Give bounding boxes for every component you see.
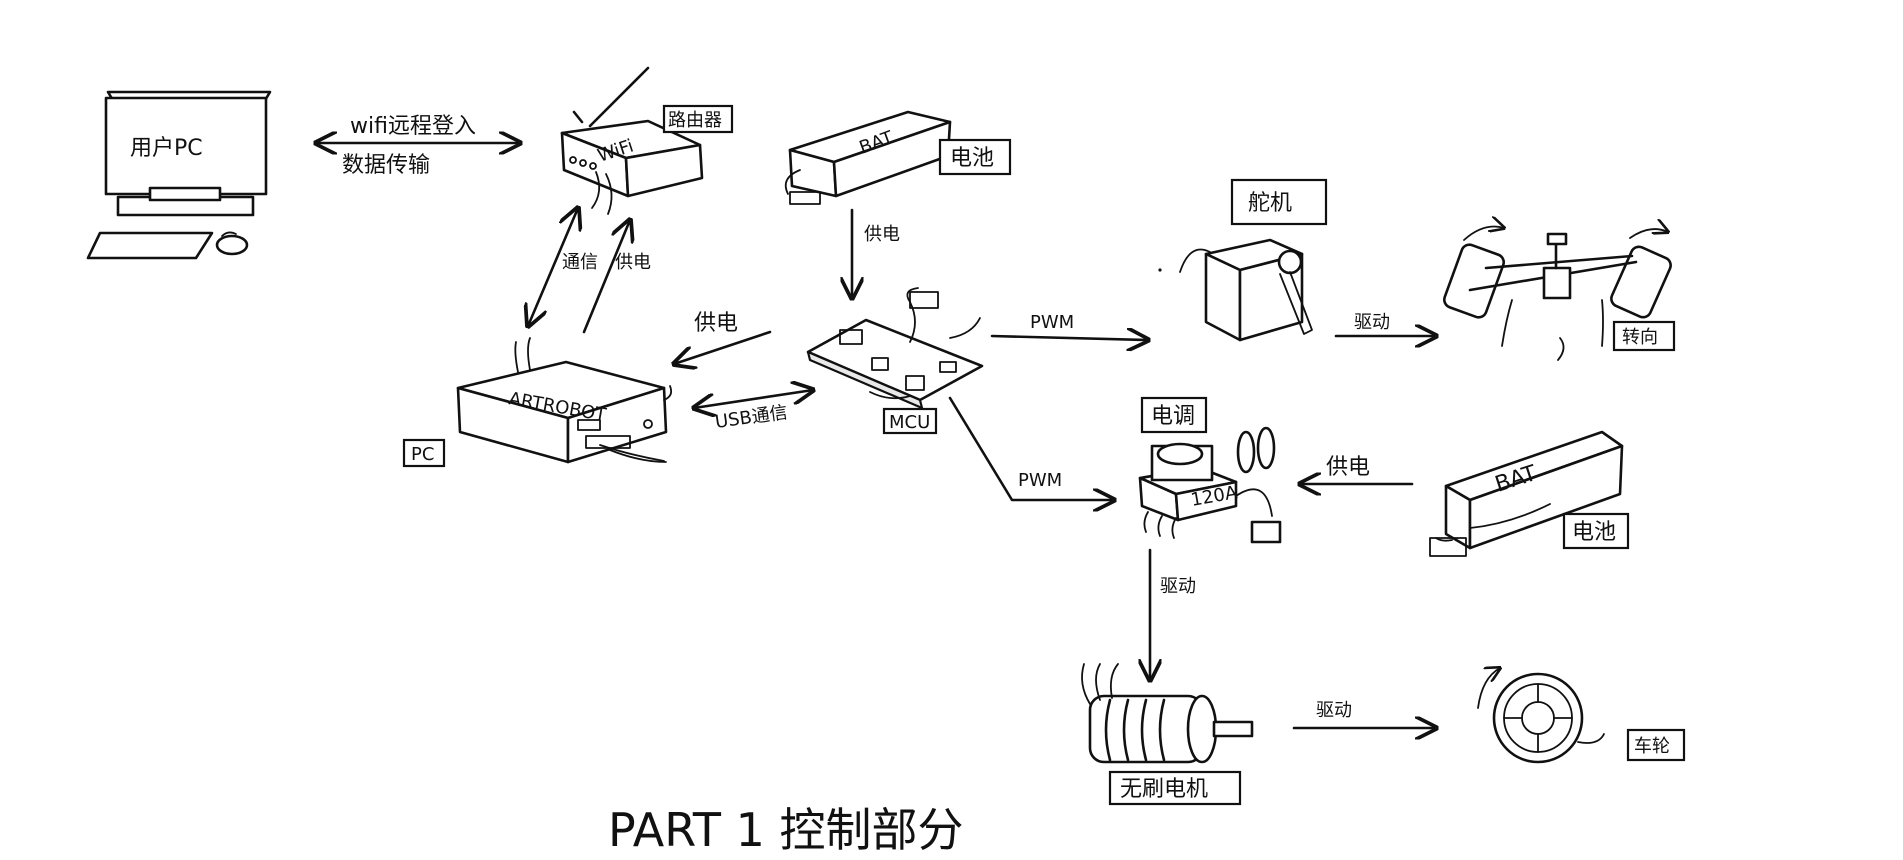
comm-label-text: 通信 xyxy=(562,252,598,273)
esc-power-label: 供电 xyxy=(1326,455,1370,480)
esc-tag: 电调 xyxy=(1151,404,1195,429)
mcu-power-label: 供电 xyxy=(864,224,900,245)
wheel-drive-label: 驱动 xyxy=(1316,700,1352,721)
mcu-board-icon xyxy=(808,288,982,408)
router-tag: 路由器 xyxy=(668,110,722,131)
pc-power-arrow xyxy=(674,332,770,364)
comm-label: 通信 xyxy=(562,252,598,273)
wifi-link-label-1: wifi远程登入 xyxy=(350,114,476,139)
wheel-tag: 车轮 xyxy=(1634,736,1670,757)
pwm-servo-arrow xyxy=(992,336,1148,340)
servo-tag: 舵机 xyxy=(1248,191,1292,216)
battery-top-tag: 电池 xyxy=(950,146,994,171)
motor-icon xyxy=(1082,664,1252,762)
user-pc-label: 用户PC xyxy=(130,136,203,161)
wifi-link-label-2: 数据传输 xyxy=(342,153,430,178)
steering-drive-label: 驱动 xyxy=(1354,312,1390,333)
steering-tag: 转向 xyxy=(1622,327,1658,348)
pwm-esc-label: PWM xyxy=(1018,470,1062,491)
usb-arrow xyxy=(694,390,813,408)
router-power-arrow xyxy=(584,220,630,332)
diagram-title: PART 1 控制部分 xyxy=(608,803,964,857)
esc-icon xyxy=(1140,428,1280,542)
pc-power-label: 供电 xyxy=(694,311,738,336)
motor-drive-label: 驱动 xyxy=(1160,576,1196,597)
battery-top-icon xyxy=(786,112,950,204)
pc-tag: PC xyxy=(411,444,434,465)
usb-label: USB通信 xyxy=(714,402,789,433)
wheel-icon xyxy=(1478,668,1604,762)
motor-tag: 无刷电机 xyxy=(1120,777,1208,802)
router-power-label: 供电 xyxy=(615,252,651,273)
router-icon xyxy=(562,68,702,214)
mcu-tag: MCU xyxy=(889,412,930,433)
user-pc-icon xyxy=(88,92,270,258)
pwm-servo-label: PWM xyxy=(1030,312,1074,333)
battery-right-tag: 电池 xyxy=(1572,520,1616,545)
servo-icon xyxy=(1158,240,1312,340)
